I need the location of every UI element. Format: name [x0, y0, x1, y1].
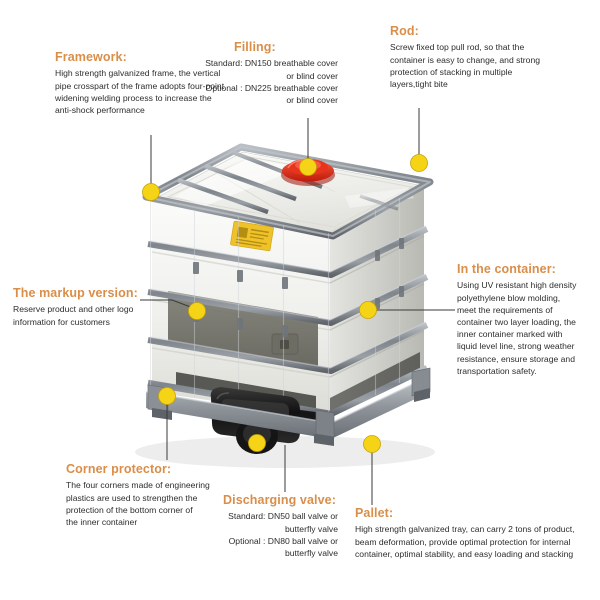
callout-corner-protector: Corner protector: The four corners made … — [66, 462, 246, 528]
callout-in-the-container-body: Using UV resistant high density polyethy… — [457, 280, 577, 376]
callout-pallet-body: High strength galvanized tray, can carry… — [355, 524, 575, 559]
callout-pallet-heading: Pallet: — [355, 506, 394, 520]
callout-framework-heading: Framework: — [55, 50, 127, 64]
callout-rod: Rod: Screw fixed top pull rod, so that t… — [390, 24, 590, 90]
callout-discharging-valve-heading: Discharging valve: — [223, 493, 336, 507]
callout-corner-protector-body: The four corners made of engineering pla… — [66, 480, 210, 527]
callout-in-the-container: In the container: Using UV resistant hig… — [457, 262, 599, 377]
callout-rod-body: Screw fixed top pull rod, so that the co… — [390, 42, 541, 89]
callout-filling-heading: Filling: — [234, 40, 276, 54]
callout-pallet: Pallet: High strength galvanized tray, c… — [355, 506, 599, 560]
callout-filling: Filling: Standard: DN150 breathable cove… — [148, 40, 338, 106]
callout-markup-version-body: Reserve product and other logo informati… — [13, 304, 134, 327]
callout-corner-protector-heading: Corner protector: — [66, 462, 172, 476]
callout-markup-version-heading: The markup version: — [13, 286, 138, 300]
callout-framework: Framework: High strength galvanized fram… — [55, 50, 270, 116]
callout-discharging-valve: Discharging valve: Standard: DN50 ball v… — [176, 493, 338, 559]
callout-discharging-valve-body: Standard: DN50 ball valve or butterfly v… — [228, 511, 338, 558]
callout-framework-body: High strength galvanized frame, the vert… — [55, 68, 225, 115]
callout-rod-heading: Rod: — [390, 24, 419, 38]
callout-in-the-container-heading: In the container: — [457, 262, 556, 276]
callout-markup-version: The markup version: Reserve product and … — [13, 286, 158, 328]
callout-filling-body: Standard: DN150 breathable cover or blin… — [205, 58, 338, 105]
